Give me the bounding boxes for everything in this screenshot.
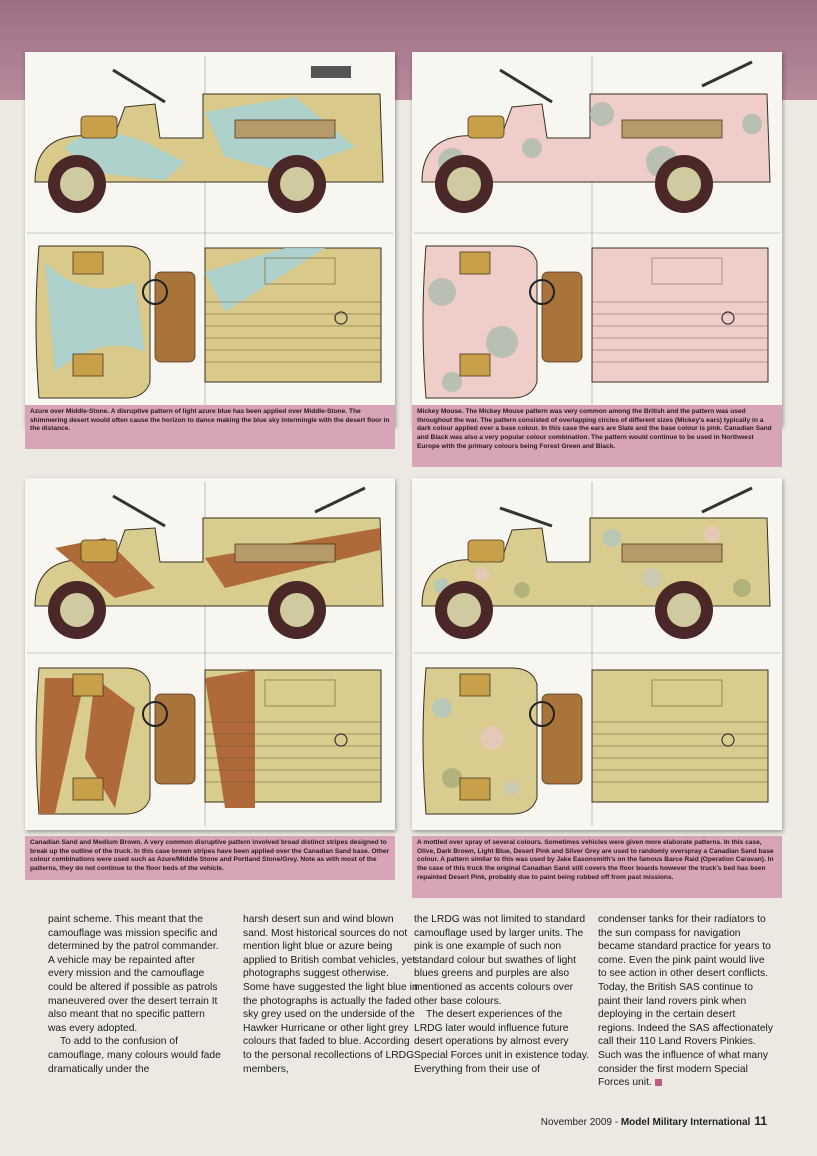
footer-issue: November 2009 - [540,1117,621,1128]
profile-panel-mottled [412,478,782,830]
page-number: 11 [754,1114,767,1128]
truck-top-view-icon [35,245,382,399]
truck-side-view-icon [34,66,384,213]
profile-panel-brown [25,478,395,830]
paragraph: the LRDG was not limited to standard cam… [414,914,586,1007]
profile-panel-azure [25,52,395,426]
article-column-2: harsh desert sun and wind blown sand. Mo… [243,913,418,1076]
paragraph: paint scheme. This meant that the camouf… [48,914,219,1034]
caption-mottled: A mottled over spray of several colours.… [412,836,782,898]
truck-side-view-icon [421,60,771,213]
end-of-article-icon [654,1078,662,1086]
paragraph: condenser tanks for their radiators to t… [598,913,773,1090]
footer-publication: Model Military International [620,1117,751,1128]
profile-panel-mickey [412,52,782,426]
caption-brown: Canadian Sand and Medium Brown. A very c… [25,836,395,880]
truck-side-view-icon [34,486,384,639]
truck-top-view-icon [35,667,382,815]
page-footer: November 2009 - Model Military Internati… [541,1114,767,1128]
truck-top-view-icon [422,667,769,815]
paragraph-text: condenser tanks for their radiators to t… [598,914,773,1089]
truck-drawing-brown [27,482,393,826]
truck-drawing-mickey [414,56,780,422]
paragraph: To add to the confusion of camouflage, m… [48,1036,221,1075]
caption-mickey: Mickey Mouse. The Mickey Mouse pattern w… [412,405,782,467]
truck-side-view-icon [421,486,771,639]
truck-drawing-azure [27,56,393,422]
truck-top-view-icon [422,245,769,399]
caption-azure: Azure over Middle-Stone. A disruptive pa… [25,405,395,449]
article-column-3: the LRDG was not limited to standard cam… [414,913,589,1076]
paragraph: The desert experiences of the LRDG later… [414,1009,589,1075]
truck-drawing-mottled [414,482,780,826]
article-column-4: condenser tanks for their radiators to t… [598,913,773,1090]
article-column-1: paint scheme. This meant that the camouf… [48,913,223,1076]
paragraph: harsh desert sun and wind blown sand. Mo… [243,914,418,1075]
